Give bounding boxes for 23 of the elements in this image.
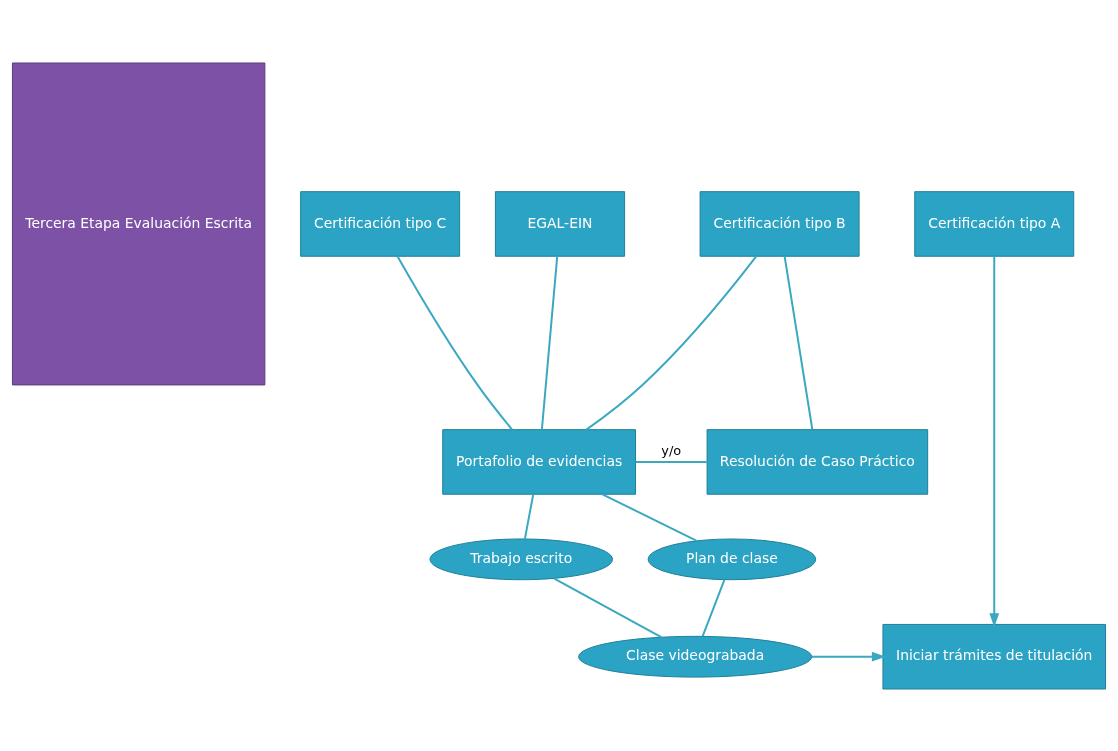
connector [783, 254, 814, 430]
node-box: Iniciar trámites de titulación [882, 623, 1107, 690]
node-box: Portafolio de evidencias [442, 428, 636, 495]
node-box: Tercera Etapa Evaluación Escrita [11, 61, 266, 385]
connector [396, 254, 514, 430]
connector [601, 492, 698, 542]
connector [553, 577, 663, 638]
connector [540, 254, 559, 430]
arrow [989, 254, 1000, 627]
node-box: Certificación tipo B [699, 190, 860, 257]
connector [634, 460, 708, 463]
node-ellipse: Trabajo escrito [429, 537, 613, 580]
node-box: Resolución de Caso Práctico [706, 428, 929, 495]
node-box: Certificación tipo C [300, 190, 461, 257]
node-box: Certificación tipo A [914, 190, 1075, 257]
node-ellipse: Plan de clase [647, 537, 817, 580]
connector [585, 254, 758, 431]
arrow [811, 651, 886, 662]
edge-label: y/o [661, 442, 682, 458]
node-ellipse: Clase videograbada [578, 635, 813, 678]
node-box: EGAL-EIN [494, 190, 626, 257]
connector [523, 492, 535, 540]
connector [701, 578, 726, 637]
